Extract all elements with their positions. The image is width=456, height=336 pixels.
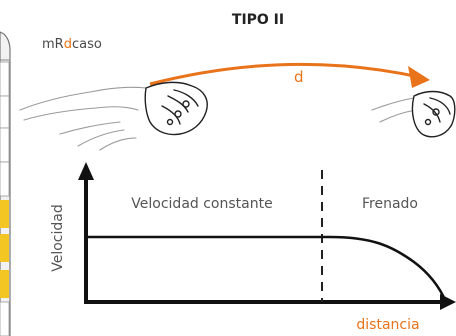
velocity-chart: Velocidad distancia Velocidad constante … bbox=[50, 162, 456, 333]
hand-catching-icon bbox=[371, 97, 417, 123]
y-axis-label: Velocidad bbox=[50, 204, 66, 272]
x-axis-label: distancia bbox=[356, 317, 419, 333]
brand-highlight: d bbox=[64, 37, 72, 52]
panel-row bbox=[0, 61, 10, 97]
left-side-panel bbox=[0, 31, 11, 336]
y-axis-arrowhead bbox=[78, 162, 94, 180]
panel-row bbox=[0, 127, 10, 163]
diagram-title: TIPO II bbox=[232, 12, 284, 28]
region-braking-label: Frenado bbox=[362, 196, 418, 212]
brand-logo: mRdcaso bbox=[42, 37, 102, 52]
panel-row-highlight bbox=[0, 270, 9, 298]
hand-icon bbox=[411, 90, 456, 138]
distance-arrow bbox=[149, 62, 425, 86]
brand-prefix: mR bbox=[42, 37, 64, 52]
panel-row-highlight bbox=[0, 200, 9, 228]
velocity-curve bbox=[86, 235, 448, 303]
distance-arrowhead bbox=[408, 66, 430, 88]
panel-row bbox=[0, 301, 10, 336]
region-constant-label: Velocidad constante bbox=[131, 196, 272, 212]
hand-icon bbox=[144, 81, 208, 136]
hand-throwing-icon bbox=[19, 86, 147, 151]
distance-label: d bbox=[294, 68, 304, 86]
panel-row bbox=[0, 95, 10, 129]
brand-suffix: caso bbox=[72, 37, 102, 52]
panel-row-highlight bbox=[0, 234, 9, 262]
panel-row bbox=[0, 161, 10, 197]
